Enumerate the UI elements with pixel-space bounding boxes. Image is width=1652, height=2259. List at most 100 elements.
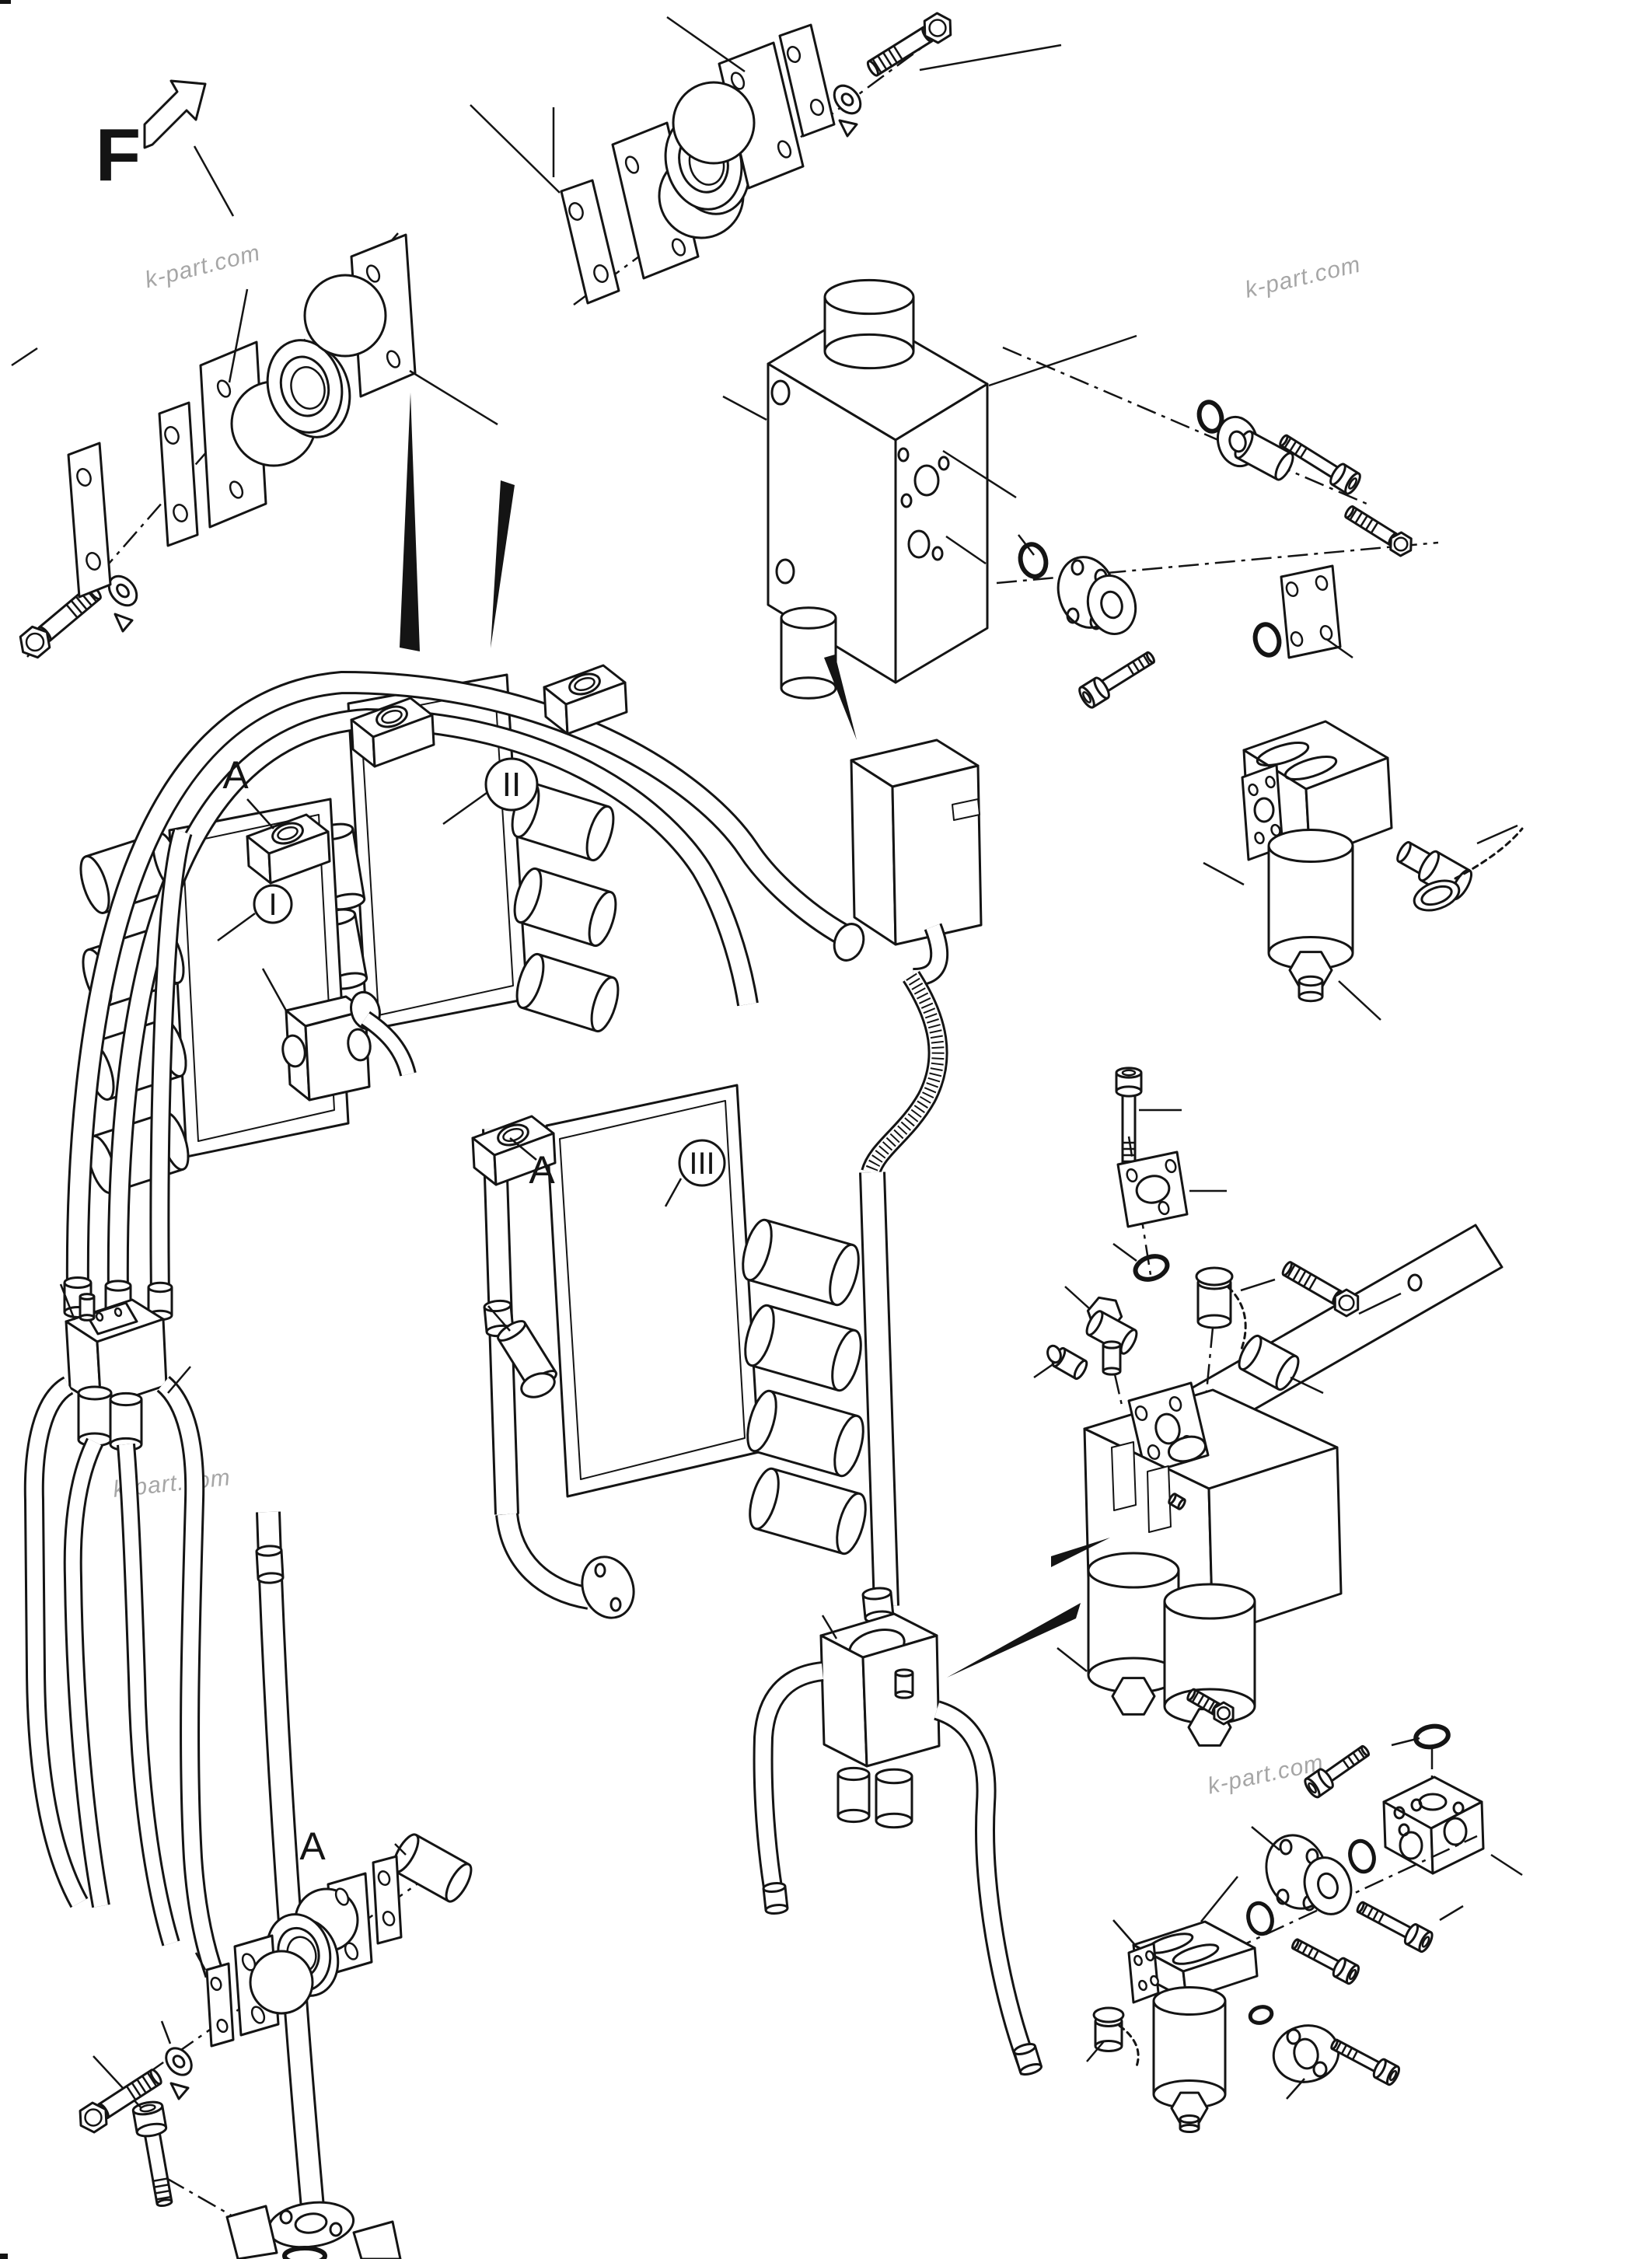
port-plate-hole (1285, 581, 1299, 598)
hose-port-edge (538, 953, 614, 979)
hose-port-edge (772, 1468, 861, 1495)
coupler-stub-edge (1409, 841, 1434, 857)
bank3-elbow-core (498, 1513, 592, 1608)
hose-port-edge (770, 1390, 858, 1417)
duplex-top-flange-hole (1168, 1395, 1182, 1412)
pipe-clamp-bore-inner (277, 826, 299, 841)
hose-band-end (764, 1904, 789, 1915)
hex-bolt-head-top (1393, 536, 1409, 552)
clamp-plate (560, 179, 620, 305)
leader (1325, 637, 1353, 659)
hex-bolt-shaft-edge (1345, 516, 1391, 546)
tab-washer (165, 2047, 193, 2076)
hose-band-edge (1033, 2045, 1043, 2067)
duplex-top-flange-hole (1134, 1405, 1148, 1422)
hose-port-edge (516, 835, 592, 861)
leader (1018, 534, 1035, 556)
socket-bolt-socket (1348, 1968, 1357, 1981)
hex-bolt-long-thread (1287, 1264, 1296, 1278)
port-hole (1410, 1798, 1423, 1812)
port-hole (1443, 1817, 1468, 1846)
leader (509, 1137, 537, 1161)
elbow-plug-end (1073, 1359, 1088, 1381)
socket-bolt-head-edge (1333, 1974, 1349, 1985)
pointer-wedge (491, 480, 515, 648)
bolt-top-left-shaft-body (39, 585, 100, 641)
breather-cap (1092, 2006, 1125, 2023)
port-plate (1280, 564, 1342, 659)
spacer-sleeve-edge (1240, 1367, 1280, 1391)
hex-bolt-thread (1196, 1694, 1205, 1706)
axis-breather-filter (1205, 1327, 1214, 1392)
hose-port-end (515, 952, 545, 1010)
hose-to-bank1-core (152, 829, 190, 1299)
port-hole (1393, 1806, 1406, 1820)
view-arrow (143, 79, 207, 149)
bolt-top-center-thread (882, 51, 893, 67)
split-flange (581, 1555, 635, 1619)
socket-bolt-shaft-edge (1357, 1911, 1409, 1940)
corner-mark-top (0, 0, 11, 4)
hose-port-end (590, 976, 620, 1033)
filter-flange-hole (1150, 1974, 1159, 1987)
breather-chain (1118, 2024, 1140, 2068)
section-label-3: III (689, 1147, 714, 1181)
spacer-flange-bore (1135, 1175, 1171, 1204)
clamp-plate-hole (210, 1976, 222, 1992)
hex-bolt-shaft-edge (1352, 505, 1397, 535)
leader (942, 449, 1017, 499)
leader (1490, 1853, 1523, 1877)
duplex-flange-bore (1154, 1412, 1181, 1445)
hose-port-body (110, 1399, 141, 1444)
flange-hole (329, 2222, 343, 2237)
flange-hole (1312, 2061, 1328, 2078)
hose-port-end (749, 1467, 780, 1531)
pilot-block-front (850, 759, 897, 946)
hose-port-body (522, 954, 613, 1032)
clamp-plate-hole (786, 46, 802, 63)
pipe-clamp-bore-inner (502, 1127, 524, 1143)
spacer-flange-hole (1158, 1200, 1170, 1216)
valve-stub-end (894, 1668, 914, 1678)
socket-bolt-head-edge (1384, 2058, 1399, 2068)
socket-bolt-head-edge (131, 2111, 138, 2133)
socket-bolt-head-end (1372, 2058, 1387, 2079)
socket-bolt-head-edge (1374, 2076, 1389, 2086)
hose-core (119, 1444, 178, 1946)
hose-port-body (519, 868, 611, 946)
coupler-chain (1454, 827, 1524, 880)
valve-bank-3-panel (559, 1100, 746, 1480)
hose-port-edge (533, 782, 609, 808)
o-ring (282, 2246, 327, 2259)
clamp-half-notch (303, 274, 387, 358)
split-clamp-half (225, 2205, 278, 2259)
clamp-plate-hole (173, 504, 188, 522)
breather-plug-body (1198, 1283, 1231, 1322)
elbow-plug-edge (1053, 1364, 1077, 1380)
socket-bolt-shaft-edge (1098, 651, 1148, 684)
socket-bolt-thread (1361, 1904, 1368, 1915)
bolt-top-center-shaft-body (868, 27, 932, 75)
hose-port-end (79, 855, 110, 914)
hose-port-body (751, 1305, 855, 1391)
socket-bolt-shaft-end (1360, 1744, 1371, 1757)
tee-body-end (1085, 1310, 1104, 1336)
port-hole (907, 529, 931, 559)
port-hole (900, 493, 913, 508)
clamp-half-hole (229, 480, 244, 499)
hex-bolt-long-thread (1303, 1273, 1312, 1287)
clamp-plate-hole (164, 426, 180, 445)
bolt-top-center-thread (887, 48, 898, 64)
leader (442, 791, 487, 826)
band-hole (1407, 1273, 1423, 1292)
elbow-plug-cap (1046, 1344, 1062, 1364)
hose-port-body (876, 1776, 912, 1821)
tee-body-end (1119, 1329, 1138, 1355)
o-ring (1133, 1254, 1170, 1282)
hose-port-body (756, 1468, 860, 1554)
purge-valve-end (497, 1320, 526, 1342)
hex-bolt-thread (1354, 512, 1364, 524)
socket-bolt-thread (1307, 1947, 1314, 1957)
corner-mark-bottom (0, 2254, 8, 2259)
